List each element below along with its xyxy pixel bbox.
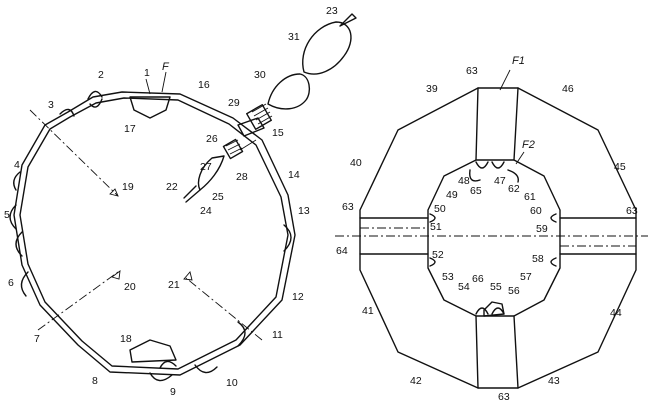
label-22: 22 — [166, 181, 178, 193]
label-31: 31 — [288, 31, 300, 43]
label-54: 54 — [458, 281, 470, 293]
label-45: 45 — [614, 161, 626, 173]
label-47: 47 — [494, 175, 506, 187]
label-56: 56 — [508, 285, 520, 297]
label-59: 59 — [536, 223, 548, 235]
axis-11 — [185, 277, 263, 341]
label-57: 57 — [520, 271, 532, 283]
label-63-right: 63 — [626, 205, 638, 217]
label-6: 6 — [8, 277, 14, 289]
label-14: 14 — [288, 169, 300, 181]
label-41: 41 — [362, 305, 374, 317]
label-42: 42 — [410, 375, 422, 387]
band-top-right — [513, 87, 519, 161]
label-7: 7 — [34, 333, 40, 345]
label-48: 48 — [458, 175, 470, 187]
label-5: 5 — [4, 209, 10, 221]
tip-23 — [339, 13, 357, 27]
inner-bumps — [429, 161, 557, 315]
ring-inner — [19, 97, 289, 370]
label-20: 20 — [124, 281, 136, 293]
label-61: 61 — [524, 191, 536, 203]
label-28: 28 — [236, 171, 248, 183]
ring-outer — [13, 91, 296, 376]
label-21: 21 — [168, 279, 180, 291]
label-51: 51 — [430, 221, 442, 233]
label-43: 43 — [548, 375, 560, 387]
label-63-bottom: 63 — [498, 391, 510, 402]
label-65: 65 — [470, 185, 482, 197]
label-11: 11 — [272, 329, 283, 341]
label-46: 46 — [562, 83, 574, 95]
balloon-30 — [267, 73, 311, 110]
coil-26 — [222, 138, 244, 160]
labels-right: F1 F2 39 40 41 42 43 44 45 46 47 48 49 5… — [336, 55, 638, 402]
label-F: F — [162, 61, 170, 73]
label-64: 64 — [336, 245, 348, 257]
arrow-19 — [109, 188, 119, 197]
tube-25 — [183, 185, 201, 203]
ring-bulges — [9, 90, 292, 382]
label-12: 12 — [292, 291, 304, 303]
label-15: 15 — [272, 127, 284, 139]
label-19: 19 — [122, 181, 134, 193]
band-bottom-left — [475, 315, 479, 389]
label-23: 23 — [326, 5, 338, 17]
arrow-21 — [183, 271, 193, 281]
coil-29 — [246, 104, 272, 130]
left-figure — [9, 13, 357, 382]
label-30: 30 — [254, 69, 266, 81]
label-27: 27 — [200, 161, 212, 173]
octagon-outer — [359, 87, 637, 389]
axis-7 — [37, 271, 119, 331]
label-26: 26 — [206, 133, 218, 145]
label-13: 13 — [298, 205, 310, 217]
label-50: 50 — [434, 203, 446, 215]
label-18: 18 — [120, 333, 132, 345]
band-bottom-right — [513, 315, 519, 389]
labels-left: 1 F 2 3 4 5 6 7 8 9 10 11 12 13 14 15 16… — [4, 5, 338, 398]
label-66: 66 — [472, 273, 484, 285]
arrow-20 — [111, 270, 121, 280]
label-58: 58 — [532, 253, 544, 265]
label-39: 39 — [426, 83, 438, 95]
label-29: 29 — [228, 97, 240, 109]
label-8: 8 — [92, 375, 98, 387]
right-figure — [335, 87, 648, 389]
label-60: 60 — [530, 205, 542, 217]
label-52: 52 — [432, 249, 444, 261]
pentagon-55 — [483, 301, 505, 317]
label-4: 4 — [14, 159, 20, 171]
band-top-left — [475, 87, 479, 161]
axis-3 — [29, 109, 119, 197]
label-63-top: 63 — [466, 65, 478, 77]
label-53: 53 — [442, 271, 454, 283]
label-1: 1 — [144, 67, 150, 79]
label-17: 17 — [124, 123, 136, 135]
label-44: 44 — [610, 307, 622, 319]
label-16: 16 — [198, 79, 210, 91]
balloon-31 — [302, 21, 352, 75]
label-25: 25 — [212, 191, 224, 203]
box-18 — [129, 339, 177, 363]
label-63-left: 63 — [342, 201, 354, 213]
label-2: 2 — [98, 69, 104, 81]
label-10: 10 — [226, 377, 238, 389]
label-F2: F2 — [522, 139, 535, 151]
label-55: 55 — [490, 281, 502, 293]
label-9: 9 — [170, 386, 176, 398]
box-17 — [129, 96, 171, 119]
label-24: 24 — [200, 205, 212, 217]
label-62: 62 — [508, 183, 520, 195]
label-F1: F1 — [512, 55, 525, 67]
label-3: 3 — [48, 99, 54, 111]
label-40: 40 — [350, 157, 362, 169]
label-49: 49 — [446, 189, 458, 201]
